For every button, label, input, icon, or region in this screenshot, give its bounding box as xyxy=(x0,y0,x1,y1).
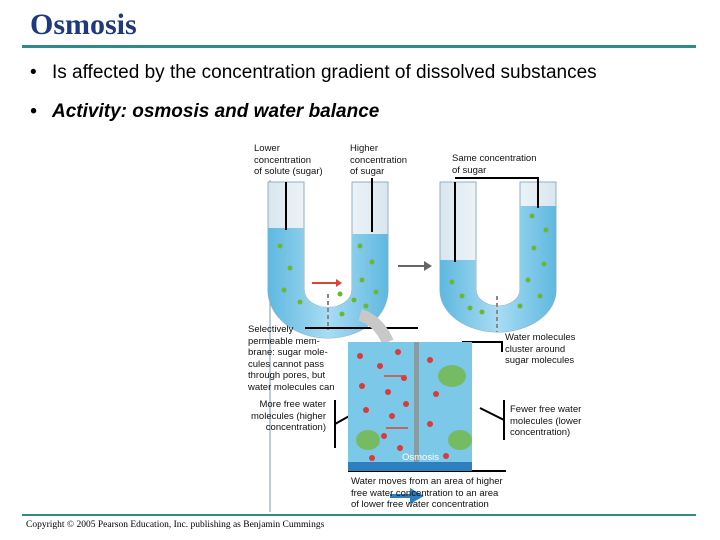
u-tube-right xyxy=(439,181,557,333)
footer-rule xyxy=(22,514,696,516)
bullet-1: •Is affected by the concentration gradie… xyxy=(30,62,597,83)
u-tube-left xyxy=(267,181,389,339)
bullet-2: •Activity: osmosis and water balance xyxy=(30,101,380,122)
label-osmosis: Osmosis xyxy=(402,452,439,463)
slide-title: Osmosis xyxy=(30,8,137,41)
u-tube-left-sugar xyxy=(277,243,379,317)
u-tube-right-sugar xyxy=(449,213,549,315)
zoom-callout xyxy=(358,309,394,345)
membrane-closeup xyxy=(348,342,472,471)
title-rule xyxy=(22,45,696,48)
copyright-footer: Copyright © 2005 Pearson Education, Inc.… xyxy=(26,520,325,530)
flow-arrow xyxy=(390,488,424,504)
